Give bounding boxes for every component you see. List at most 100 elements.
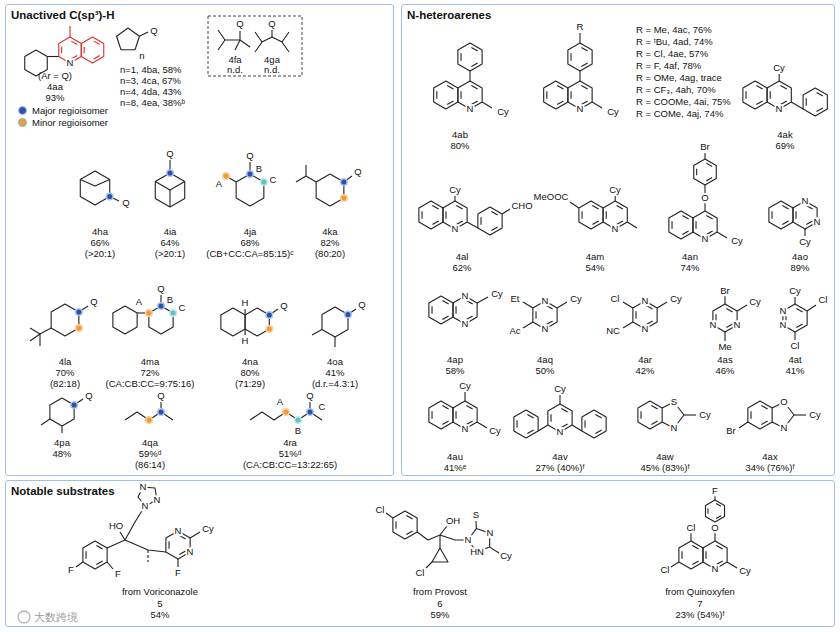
bond-line <box>559 395 560 404</box>
atom-label: Cy <box>606 107 620 117</box>
bond-line <box>147 550 148 562</box>
regio-dot <box>307 409 314 416</box>
compound-label: (d.r.=4.3:1) <box>312 379 358 389</box>
bond-line <box>478 207 502 235</box>
compound-label: 4aq <box>537 355 553 365</box>
compound-label: 50% <box>535 366 554 376</box>
compound-label: 4an <box>682 252 698 262</box>
bond-line <box>50 398 74 426</box>
compound-label: 4fa <box>228 55 241 65</box>
compound-label: 4al <box>456 252 469 262</box>
bond-line <box>245 309 246 315</box>
atom-label: Cy <box>496 107 510 117</box>
bond-line <box>81 37 104 63</box>
bond-line <box>76 562 83 567</box>
compound-label: 4as <box>717 355 732 365</box>
atom-label: Cy <box>490 289 504 299</box>
bond-line <box>694 159 717 185</box>
watermark: 大数跨境 <box>34 612 78 623</box>
bond-line <box>39 334 40 346</box>
regio-dot <box>158 409 165 416</box>
atom-label: O <box>779 397 788 407</box>
atom-label: Q <box>156 391 165 401</box>
compound-label: 74% <box>680 263 699 273</box>
legend-row: Major regioisomer <box>18 106 108 116</box>
bond-line <box>51 304 79 336</box>
compound-label: 4pa <box>54 438 70 448</box>
atom-label: S <box>472 510 480 520</box>
regio-dot <box>223 173 230 180</box>
atom-label: Q <box>267 19 276 29</box>
atom-label: HN <box>469 547 485 557</box>
bond-line <box>544 81 568 109</box>
bond-line <box>579 71 580 81</box>
bond-line <box>155 182 184 191</box>
yield-list-item: R = COOMe, 4ai, 75% <box>636 97 731 107</box>
atom-label: Cy <box>569 294 583 304</box>
bond-line <box>282 42 289 52</box>
compound-label: (82:18) <box>50 379 80 389</box>
atom-label: N <box>780 423 789 433</box>
compound-label: 62% <box>452 263 471 273</box>
compound-label: (71:29) <box>235 379 265 389</box>
compound-label: from Quinoxyfen <box>665 587 735 597</box>
bond-line <box>538 425 548 431</box>
atom-label: N <box>701 234 710 244</box>
regio-dot <box>266 312 273 319</box>
regio-dot <box>146 310 153 317</box>
yield-list-item: R = Me, 4ac, 76% <box>636 25 712 35</box>
atom-label: N <box>66 58 75 68</box>
bond-line <box>739 422 748 428</box>
yield-list-item: n=3, 4ca, 67% <box>120 76 181 86</box>
compound-label: 5 <box>157 599 162 609</box>
bond-line <box>69 26 70 37</box>
atom-label: Cy <box>669 294 683 304</box>
compound-label: 4am <box>586 252 604 262</box>
bond-line <box>657 302 667 308</box>
atom-label: Q <box>156 284 165 294</box>
atom-label: Cy <box>488 426 502 436</box>
bond-line <box>125 540 166 552</box>
bond-line <box>714 533 715 541</box>
atom-label: H <box>241 298 250 308</box>
yield-list-item: R = CF₃, 4ah, 70% <box>636 85 716 95</box>
atom-label: Q <box>89 297 98 307</box>
atom-label: C <box>178 303 187 313</box>
atom-label: Q <box>235 19 244 29</box>
compound-label: 59%ᵈ <box>139 449 162 459</box>
regio-dot <box>158 303 165 310</box>
bond-line <box>705 500 724 522</box>
bond-line <box>262 37 282 42</box>
atom-label: Cy <box>458 381 472 391</box>
bond-line <box>737 305 747 311</box>
atom-label: N <box>711 564 720 574</box>
compound-label: 64% <box>160 238 179 248</box>
bond-line <box>117 28 140 50</box>
legend-row: Minor regioisomer <box>18 118 108 128</box>
bond-line <box>467 222 478 228</box>
bond-line <box>316 174 344 206</box>
atom-label: HO <box>108 521 124 531</box>
panel-heading: Notable substrates <box>6 482 120 501</box>
bond-line <box>794 297 795 304</box>
bond-line <box>671 562 679 567</box>
atom-label: S <box>670 397 678 407</box>
regio-dot <box>341 179 348 186</box>
compound-label: 46% <box>715 366 734 376</box>
bond-line <box>523 322 533 328</box>
compound-label: n.d. <box>264 65 280 75</box>
atom-label: Cy <box>730 236 744 246</box>
bond-line <box>669 211 693 239</box>
compound-label: 68% <box>240 238 259 248</box>
panel-heading: N-heteroarenes <box>402 6 496 25</box>
atom-label: Me <box>717 342 732 352</box>
compound-label: 42% <box>635 366 654 376</box>
compound-label: from Provost <box>413 587 467 597</box>
bond-line <box>779 74 780 81</box>
compound-label: 4ab <box>452 130 468 140</box>
atom-label: N <box>141 501 150 511</box>
yield-list-item: R = Cl, 4ae, 57% <box>636 49 708 59</box>
atom-label: Q <box>305 391 314 401</box>
bond-line <box>724 332 725 341</box>
compound-label: 66% <box>90 238 109 248</box>
